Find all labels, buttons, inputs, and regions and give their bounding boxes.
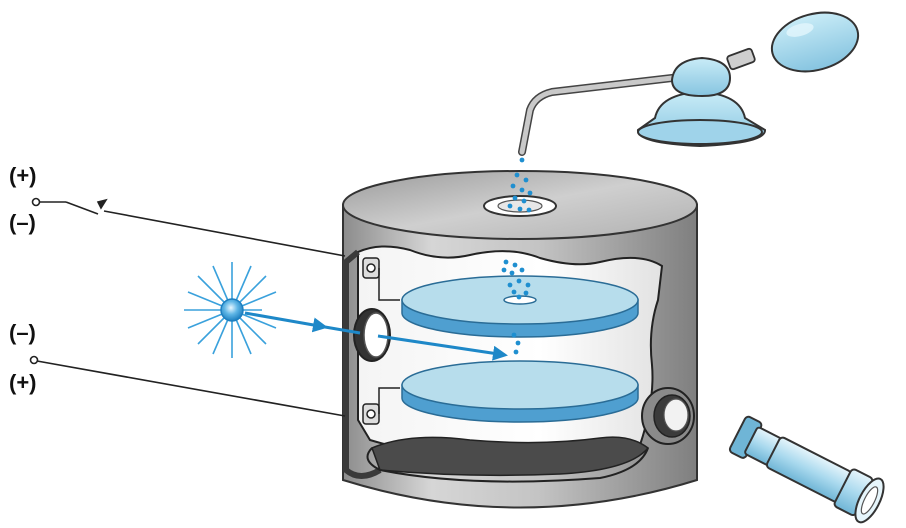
chamber-floor [371, 436, 650, 477]
top-switch-minus-label: (–) [9, 210, 36, 235]
upper-plate [401, 275, 639, 338]
bottom-terminal-minus-label: (–) [9, 320, 36, 345]
viewing-port [641, 387, 695, 445]
bottom-terminal [29, 355, 39, 365]
light-source-icon [184, 262, 277, 358]
lower-plate [401, 360, 639, 423]
microscope-icon [728, 415, 885, 524]
atomizer-icon [518, 11, 860, 156]
bottom-terminal-plus-label: (+) [9, 370, 37, 395]
light-ray [244, 311, 508, 361]
wires [29, 197, 346, 417]
oil-droplets [501, 157, 533, 355]
top-switch-plus-label: (+) [9, 163, 37, 188]
switch-terminal [31, 197, 41, 207]
